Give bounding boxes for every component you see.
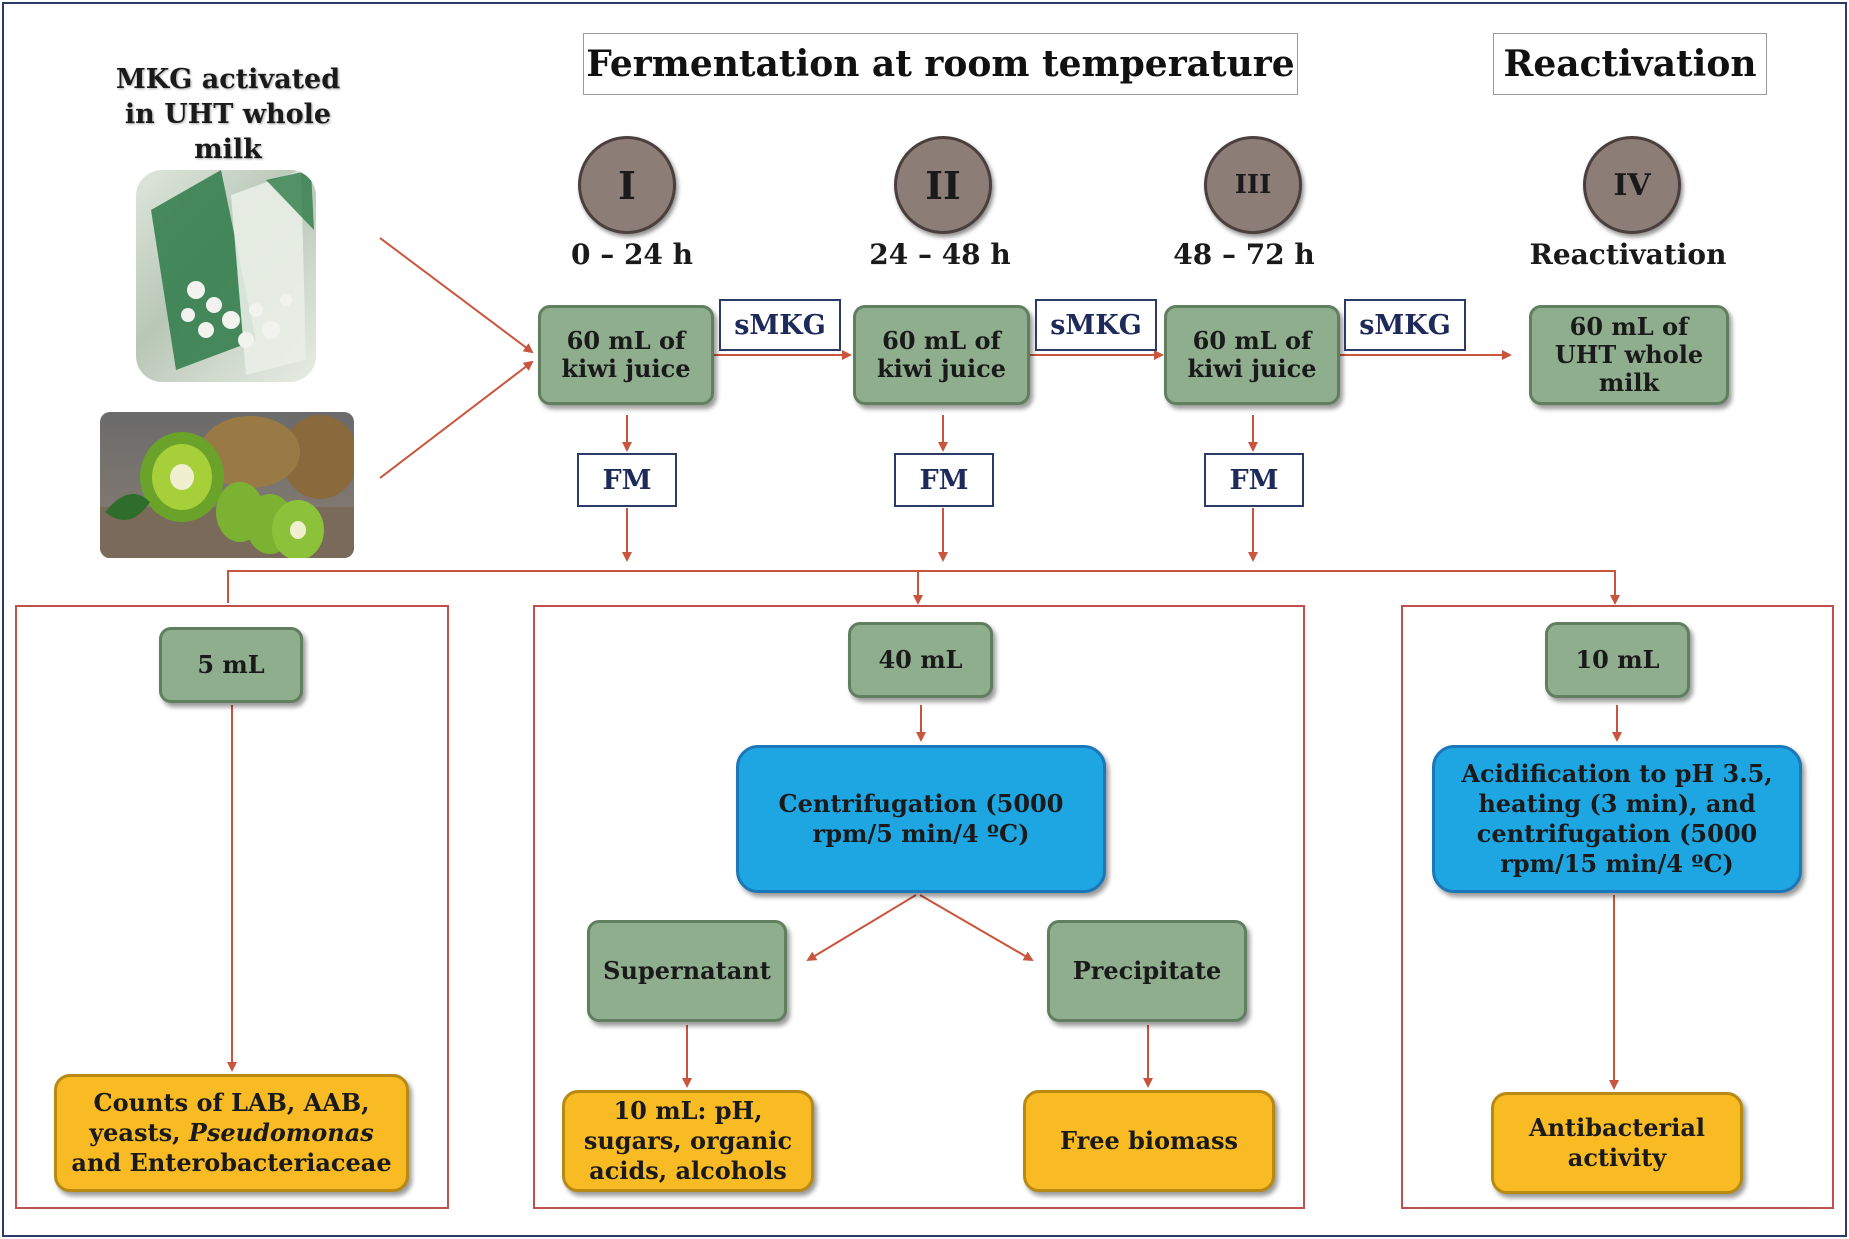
smkg-transfer-3: sMKG	[1344, 299, 1466, 351]
supernatant-analysis-result: 10 mL: pH, sugars, organic acids, alcoho…	[562, 1090, 814, 1192]
panel-physicochemical	[533, 605, 1305, 1209]
arrow-centrifugation-to-precipitate	[919, 894, 1034, 962]
fm-stage-3: FM	[1204, 453, 1304, 507]
centrifugation-box: Centrifugation (5000 rpm/5 min/4 ºC)	[736, 745, 1106, 893]
stage-3-kiwi-juice-box: 60 mL of kiwi juice	[1164, 305, 1340, 405]
sample-10ml-box: 10 mL	[1545, 622, 1690, 698]
arrow-milk-to-stage1	[379, 237, 534, 354]
stage-1-kiwi-juice-box: 60 mL of kiwi juice	[538, 305, 714, 405]
stage-4-uht-milk-box: 60 mL of UHT whole milk	[1529, 305, 1729, 405]
arrow-kiwi-to-stage1	[379, 360, 534, 479]
stage-4-label: Reactivation	[1529, 238, 1727, 271]
stage-1-time: 0 – 24 h	[570, 238, 694, 271]
stage-1-circle: I	[578, 136, 676, 234]
fermentation-header: Fermentation at room temperature	[583, 33, 1298, 95]
acidification-heating-box: Acidification to pH 3.5, heating (3 min)…	[1432, 745, 1802, 893]
stage-2-time: 24 – 48 h	[869, 238, 1011, 271]
panel-antibacterial	[1401, 605, 1834, 1209]
sample-40ml-box: 40 mL	[848, 622, 993, 698]
supernatant-box: Supernatant	[587, 920, 787, 1022]
kiwi-fruit-photo	[100, 412, 354, 558]
reactivation-header: Reactivation	[1493, 33, 1767, 95]
precipitate-box: Precipitate	[1047, 920, 1247, 1022]
distribution-line	[227, 570, 1620, 605]
fm-stage-2: FM	[894, 453, 994, 507]
fm-stage-1: FM	[577, 453, 677, 507]
stage-2-kiwi-juice-box: 60 mL of kiwi juice	[853, 305, 1030, 405]
free-biomass-result: Free biomass	[1023, 1090, 1275, 1192]
arrow-centrifugation-to-supernatant	[806, 894, 917, 962]
smkg-transfer-1: sMKG	[719, 299, 841, 351]
microbial-counts-result: Counts of LAB, AAB, yeasts, Pseudomonas …	[54, 1074, 409, 1192]
milk-kefir-grains-photo	[136, 170, 316, 382]
stage-4-circle: IV	[1583, 136, 1681, 234]
smkg-transfer-2: sMKG	[1035, 299, 1157, 351]
panel-microbial-counts	[15, 605, 449, 1209]
sample-5ml-box: 5 mL	[159, 627, 303, 703]
stage-2-circle: II	[894, 136, 992, 234]
stage-3-circle: III	[1204, 136, 1302, 234]
antibacterial-activity-result: Antibacterial activity	[1491, 1092, 1743, 1194]
stage-3-time: 48 – 72 h	[1173, 238, 1315, 271]
start-material-label: MKG activated in UHT whole milk	[115, 64, 341, 165]
